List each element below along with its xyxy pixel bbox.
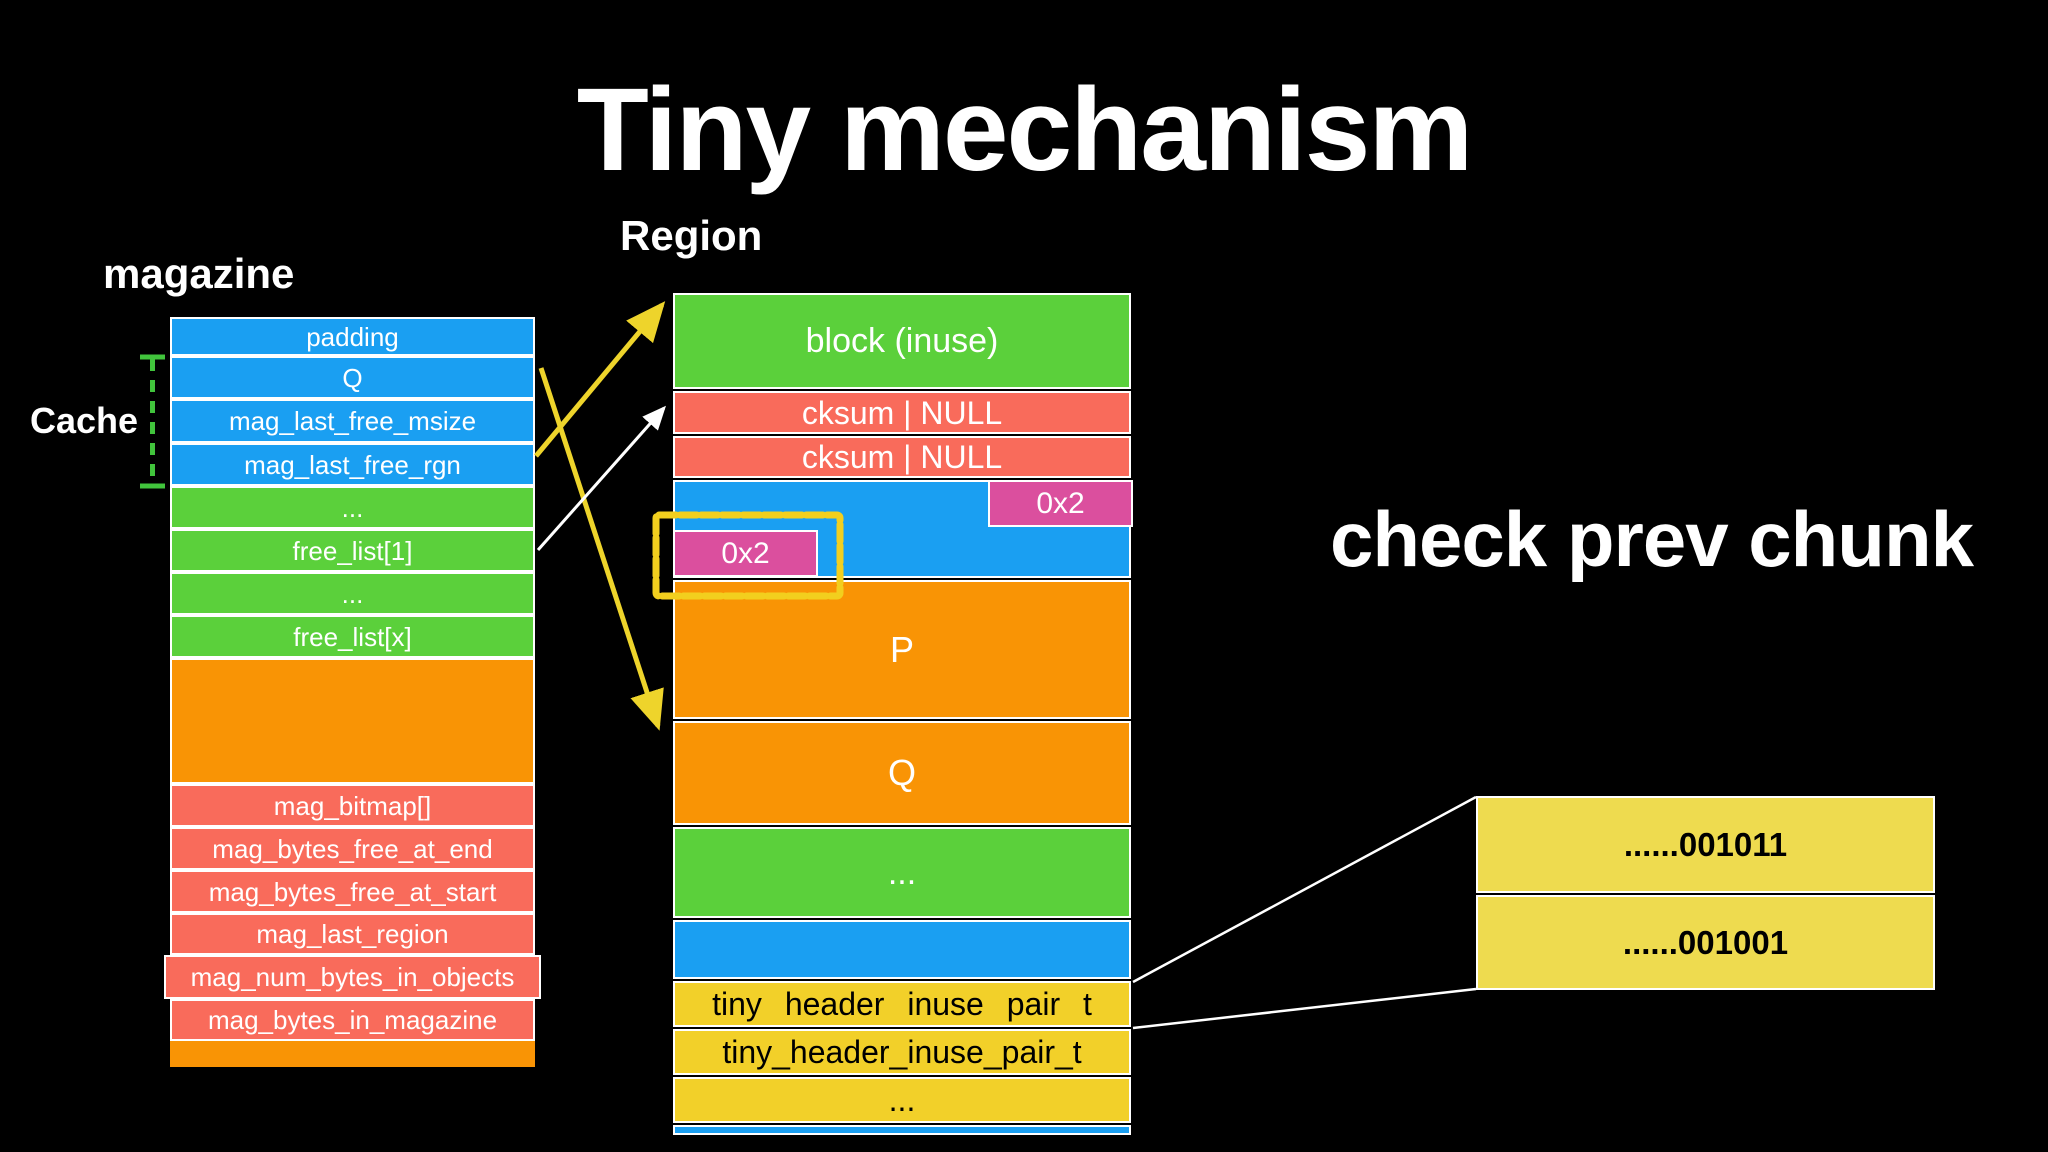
region-row: block (inuse) bbox=[673, 293, 1131, 389]
row-label: padding bbox=[306, 321, 399, 352]
row-label: ... bbox=[887, 853, 917, 892]
row-label: free_list[1] bbox=[292, 535, 413, 566]
magazine-row: mag_last_free_rgn bbox=[170, 443, 535, 486]
row-label: 0x2 bbox=[721, 536, 770, 570]
region-row: tiny header inuse pair t bbox=[673, 981, 1131, 1027]
row-label: ... bbox=[888, 1082, 916, 1118]
region-row: cksum | NULL bbox=[673, 391, 1131, 434]
bit-box-2: ......001001 bbox=[1476, 895, 1935, 990]
region-row: ... bbox=[673, 1077, 1131, 1123]
page-title: Tiny mechanism bbox=[576, 64, 1474, 196]
magazine-row: ... bbox=[170, 572, 535, 615]
row-label: mag_bytes_free_at_end bbox=[212, 833, 493, 864]
row-label: mag_bitmap[] bbox=[273, 790, 432, 821]
magazine-row: mag_last_region bbox=[170, 913, 535, 955]
region-row bbox=[673, 1125, 1131, 1135]
magazine-row: Q bbox=[170, 356, 535, 399]
magazine-row: ... bbox=[170, 486, 535, 529]
magazine-row: mag_bytes_free_at_start bbox=[170, 870, 535, 913]
cache-bracket bbox=[140, 354, 165, 489]
region-row: cksum | NULL bbox=[673, 436, 1131, 478]
row-label: mag_last_free_rgn bbox=[244, 449, 461, 480]
row-label: mag_last_free_msize bbox=[228, 406, 477, 436]
row-label: block (inuse) bbox=[805, 322, 999, 360]
magazine-row: mag_bitmap[] bbox=[170, 784, 535, 827]
region-row: tiny_header_inuse_pair_t bbox=[673, 1029, 1131, 1075]
annotation-check-prev-chunk: check prev chunk bbox=[1330, 495, 1974, 583]
row-label: tiny header inuse pair t bbox=[712, 986, 1092, 1022]
arrow-freelist-to-cksum bbox=[536, 405, 666, 551]
row-label: tiny_header_inuse_pair_t bbox=[722, 1034, 1082, 1070]
bit-value: ......001011 bbox=[1623, 825, 1788, 863]
magazine-row-spacer bbox=[170, 658, 535, 784]
row-label: Q bbox=[342, 362, 363, 393]
bit-value: ......001001 bbox=[1622, 923, 1789, 961]
row-label: Q bbox=[887, 752, 916, 793]
region-label: Region bbox=[620, 212, 763, 259]
pink-tag-left: 0x2 bbox=[673, 530, 818, 577]
row-label: mag_last_region bbox=[256, 919, 449, 949]
magazine-row-spacer bbox=[170, 1041, 535, 1067]
row-label: cksum | NULL bbox=[801, 394, 1003, 431]
connector-line-bottom bbox=[1132, 987, 1477, 1030]
row-label: free_list[x] bbox=[293, 621, 412, 652]
region-row: Q bbox=[673, 721, 1131, 825]
region-row: P bbox=[673, 580, 1131, 719]
magazine-row: free_list[x] bbox=[170, 615, 535, 658]
row-label: P bbox=[889, 628, 914, 670]
arrow-magazine-to-block bbox=[534, 301, 666, 458]
magazine-row: free_list[1] bbox=[170, 529, 535, 572]
region-row bbox=[673, 920, 1131, 979]
cache-label: Cache bbox=[30, 400, 139, 441]
row-label: mag_bytes_in_magazine bbox=[207, 1005, 498, 1035]
magazine-row: padding bbox=[170, 317, 535, 356]
magazine-row: mag_bytes_in_magazine bbox=[170, 999, 535, 1041]
connector-line-top bbox=[1132, 795, 1477, 984]
row-label: ... bbox=[341, 492, 364, 523]
arrow-q-to-region-q bbox=[538, 367, 664, 731]
magazine-row: mag_num_bytes_in_objects bbox=[164, 955, 541, 999]
row-label: 0x2 bbox=[1036, 486, 1085, 520]
row-label: mag_bytes_free_at_start bbox=[208, 876, 497, 907]
magazine-row: mag_bytes_free_at_end bbox=[170, 827, 535, 870]
magazine-row: mag_last_free_msize bbox=[170, 399, 535, 443]
row-label: mag_num_bytes_in_objects bbox=[190, 962, 515, 992]
magazine-label: magazine bbox=[103, 250, 295, 297]
pink-tag-right: 0x2 bbox=[988, 480, 1133, 527]
bit-box-1: ......001011 bbox=[1476, 796, 1935, 893]
row-label: cksum | NULL bbox=[801, 439, 1003, 475]
region-row: ... bbox=[673, 827, 1131, 918]
row-label: ... bbox=[341, 578, 364, 609]
